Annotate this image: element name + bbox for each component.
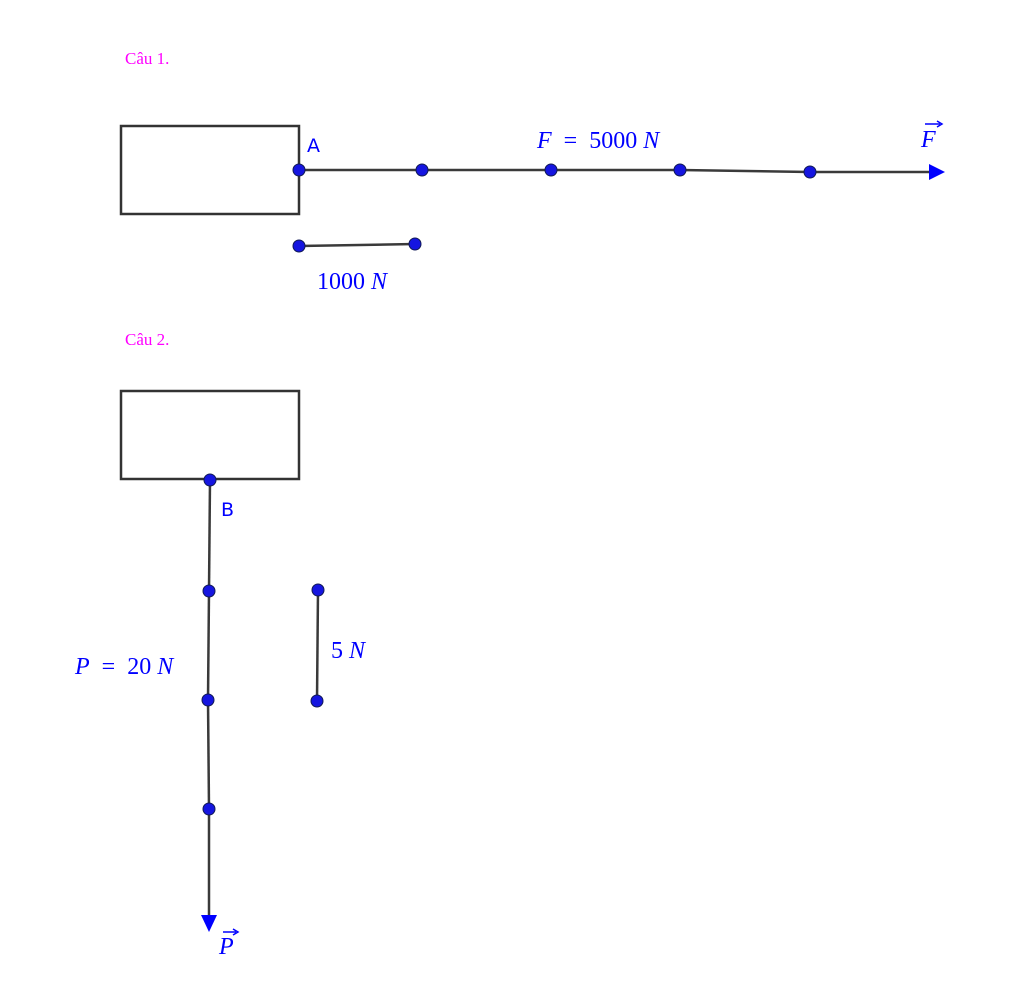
- block-1: [119, 124, 301, 216]
- force-p-label: P = 20 N: [74, 654, 175, 680]
- vector-p-overarrow-head: [232, 928, 240, 936]
- force-p-unit: N: [156, 654, 175, 680]
- point-b[interactable]: [203, 473, 217, 487]
- division-point[interactable]: [673, 163, 687, 177]
- force-p-equals: =: [96, 654, 122, 680]
- force-p-segment-1: [207, 479, 212, 592]
- question-2: Câu 2. B P = 20 N P 5: [74, 330, 367, 960]
- scale-segment-2: [315, 589, 320, 702]
- scale-2-value: 5: [331, 638, 343, 664]
- vector-f-label: F: [920, 120, 944, 153]
- force-f-segment-4: [679, 168, 811, 174]
- force-f-symbol: F: [536, 128, 552, 154]
- vector-f-overarrow-head: [936, 120, 944, 128]
- question-1: Câu 1. A F = 5000 N F: [119, 49, 945, 295]
- vector-p-symbol: P: [218, 934, 234, 960]
- force-f-arrowhead: [929, 164, 945, 180]
- scale-label-1: 1000 N: [317, 269, 389, 295]
- division-point[interactable]: [803, 165, 817, 179]
- division-point[interactable]: [201, 693, 215, 707]
- scale-1-value: 1000: [317, 269, 365, 295]
- scale-1-unit: N: [370, 269, 389, 295]
- division-point[interactable]: [202, 584, 216, 598]
- force-f-value: 5000: [589, 128, 637, 154]
- force-p-symbol: P: [74, 654, 90, 680]
- vector-f-symbol: F: [920, 127, 936, 153]
- scale-endpoint[interactable]: [311, 583, 325, 597]
- force-f-unit: N: [642, 128, 661, 154]
- force-p-segment-3: [206, 699, 211, 810]
- force-f-label: F = 5000 N: [536, 128, 661, 154]
- force-f-equals: =: [558, 128, 584, 154]
- question-1-heading: Câu 1.: [125, 49, 169, 68]
- scale-endpoint[interactable]: [292, 239, 306, 253]
- point-a-label: A: [307, 135, 320, 157]
- block-2: [119, 389, 301, 481]
- division-point[interactable]: [415, 163, 429, 177]
- point-b-label: B: [221, 499, 234, 521]
- scale-segment-1: [298, 242, 416, 248]
- division-point[interactable]: [544, 163, 558, 177]
- scale-endpoint[interactable]: [310, 694, 324, 708]
- vector-p-label: P: [218, 928, 240, 960]
- question-2-heading: Câu 2.: [125, 330, 169, 349]
- scale-2-unit: N: [348, 638, 367, 664]
- force-p-arrowhead: [201, 915, 217, 932]
- point-a[interactable]: [292, 163, 306, 177]
- scale-label-2: 5 N: [331, 638, 367, 664]
- force-p-value: 20: [127, 654, 151, 680]
- scale-endpoint[interactable]: [408, 237, 422, 251]
- division-point[interactable]: [202, 802, 216, 816]
- force-p-segment-2: [206, 590, 211, 701]
